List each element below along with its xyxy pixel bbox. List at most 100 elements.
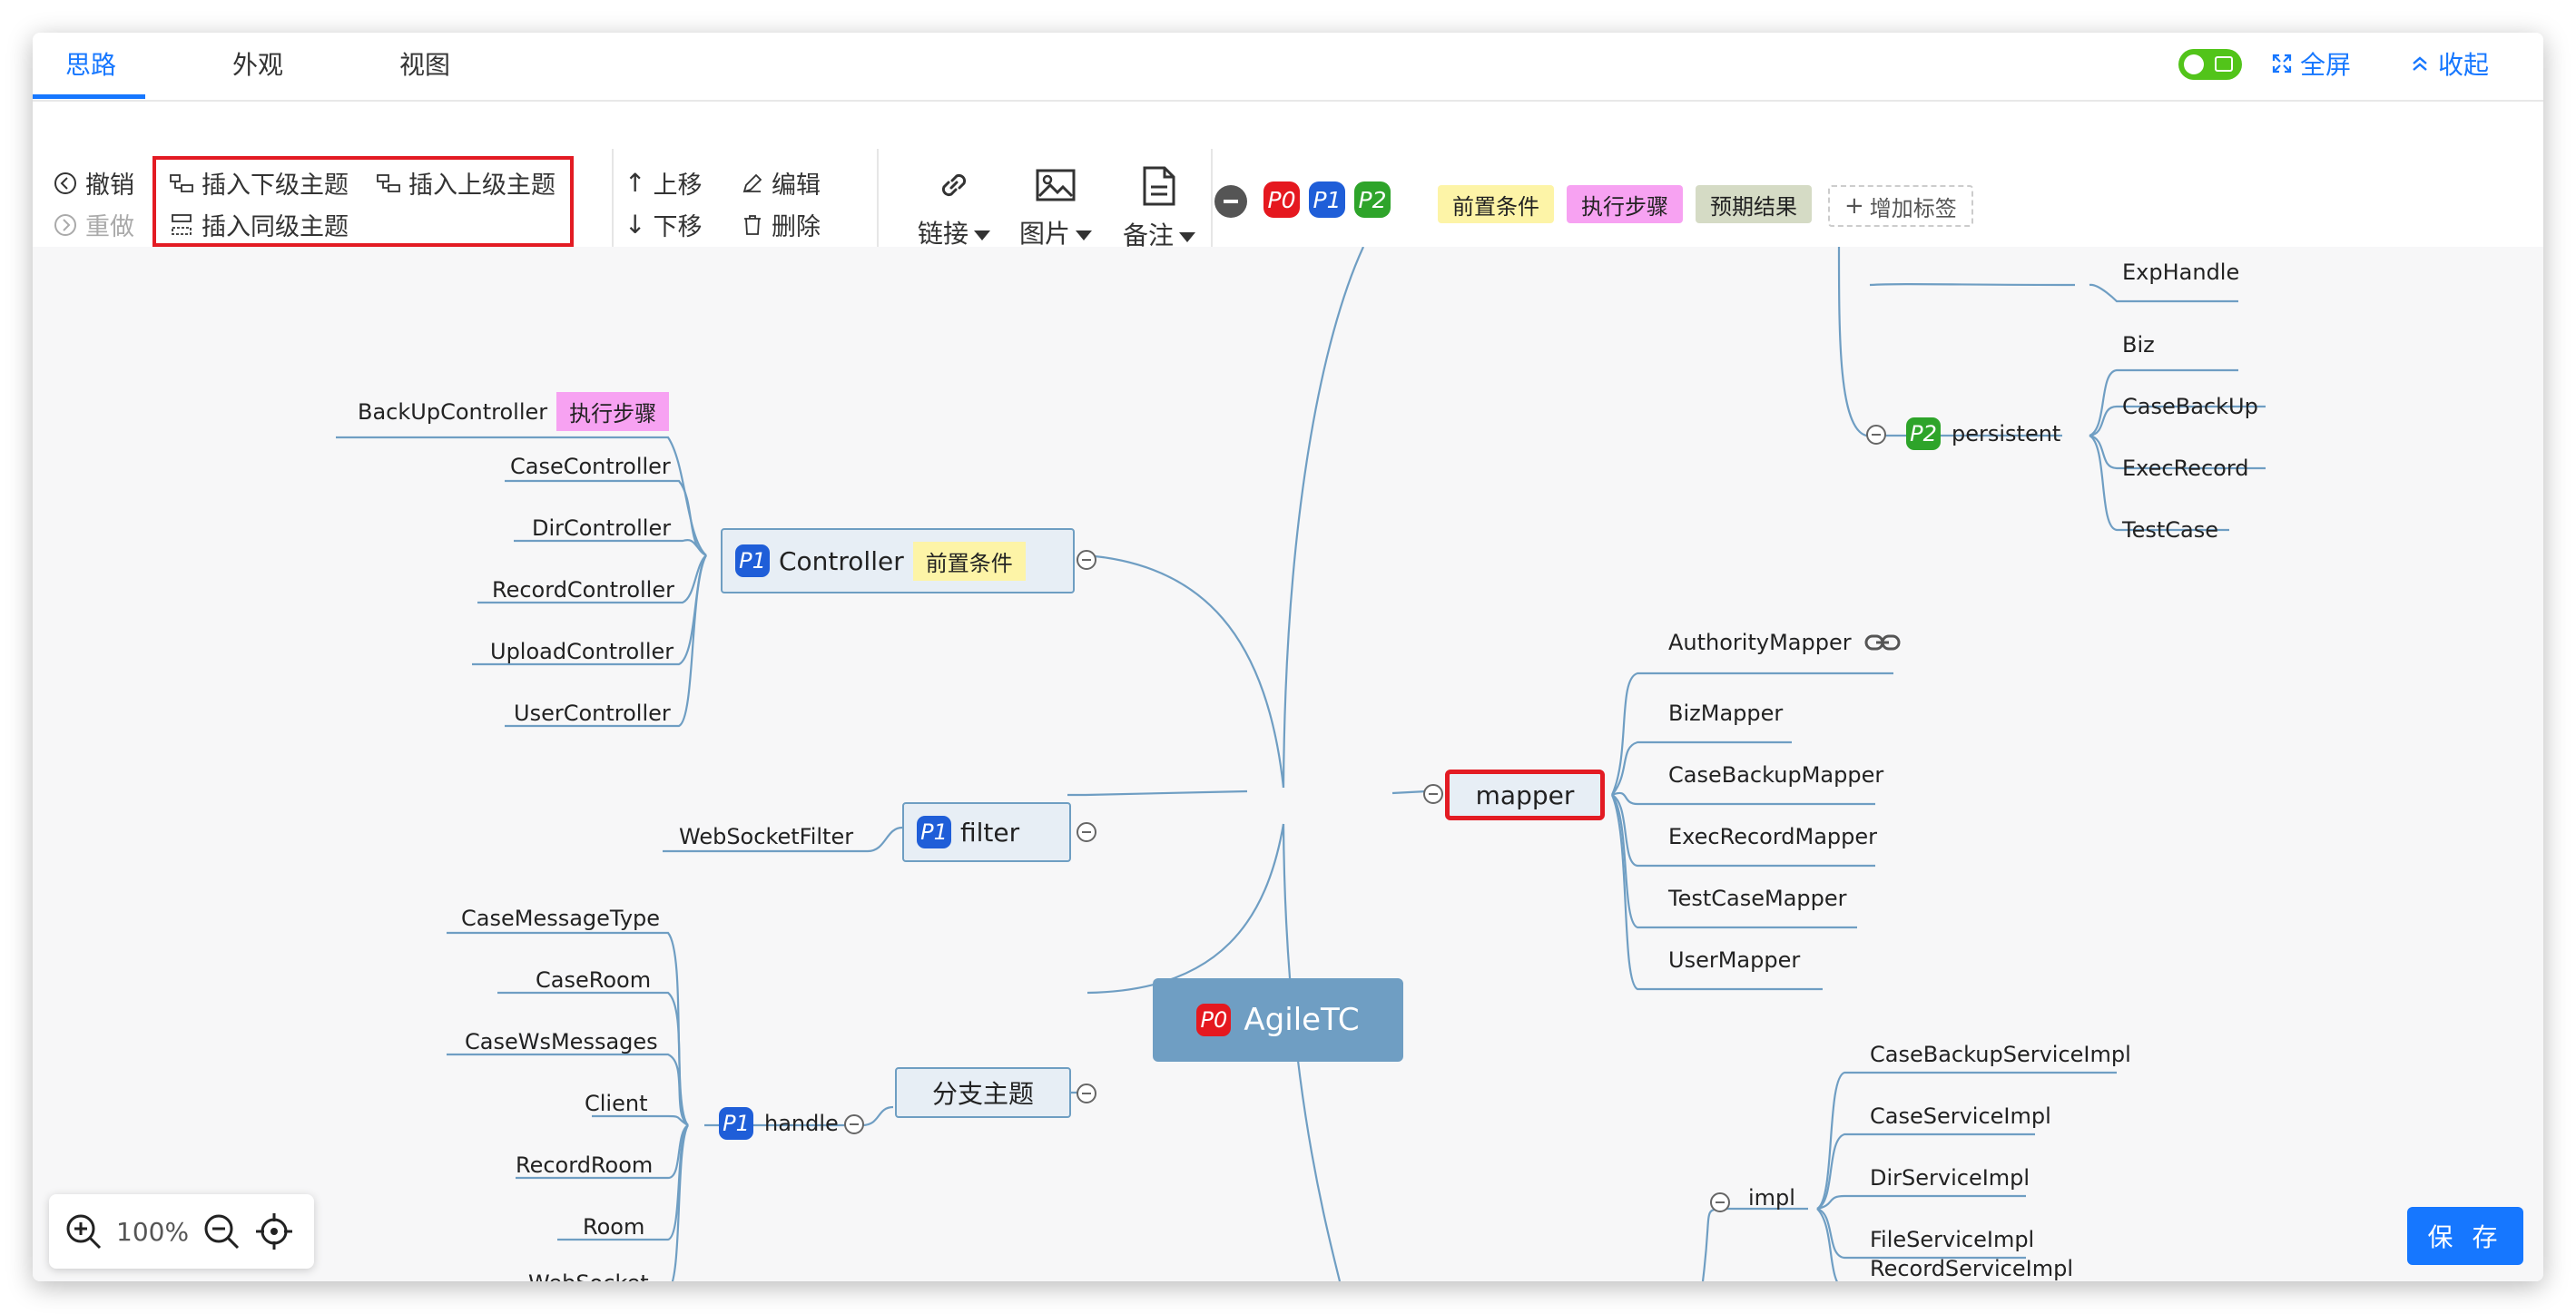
topic-node[interactable]: WebSocketFilter [679,824,854,849]
priority-badge: P2 [1906,417,1941,450]
topic-node[interactable]: FileServiceImpl [1870,1227,2035,1252]
caret-down-icon [974,230,990,240]
priority-p0-button[interactable]: P0 [1263,181,1300,218]
insert-child-topic-button[interactable]: 插入下级主题 [169,165,349,201]
locate-center-icon[interactable] [254,1211,294,1251]
tab-appearance[interactable]: 外观 [232,50,284,80]
priority-badge: P1 [917,816,951,848]
lock-toggle[interactable] [2178,49,2242,80]
insert-sibling-topic-button[interactable]: 插入同级主题 [169,207,349,242]
topic-node[interactable]: ExecRecord [2122,456,2249,481]
tag-badge: 前置条件 [912,541,1026,581]
topic-node[interactable]: CaseController [510,454,671,479]
collapse-toggle[interactable] [1077,1084,1096,1103]
mindmap-connectors [336,247,2266,1281]
save-button[interactable]: 保 存 [2407,1207,2523,1265]
insert-parent-topic-button[interactable]: 插入上级主题 [376,165,556,201]
insert-child-icon [170,173,193,192]
topic-node[interactable]: CaseBackupMapper [1668,762,1884,788]
delete-label: 删除 [772,213,821,241]
note-dropdown[interactable]: 备注 [1109,165,1209,274]
topic-filter[interactable]: P1 filter [902,802,1071,862]
toggle-knob [2184,54,2204,74]
tab-ideas[interactable]: 思路 [65,50,117,80]
fullscreen-button[interactable]: 全屏 [2271,45,2351,82]
link-icon [941,173,967,197]
move-up-button[interactable]: ↑ 上移 [624,165,702,201]
undo-button[interactable]: 撤销 [53,165,134,201]
topic-node[interactable]: UserController [514,701,671,726]
topic-node[interactable]: CaseBackupServiceImpl [1870,1042,2131,1067]
topic-node[interactable]: TestCase [2122,517,2218,543]
topic-branch[interactable]: 分支主题 [895,1067,1071,1118]
plus-icon: + [1844,192,1864,220]
collapse-toggle[interactable] [1423,784,1443,804]
remove-priority-button[interactable] [1214,185,1247,218]
collapse-toggle[interactable] [1077,822,1096,842]
minus-icon [1224,200,1238,203]
toolbar: 撤销 重做 插入下级主题 插入上级主题 插入同级主题 ↑ 上移 ↓ 下移 [33,102,2543,250]
add-tag-button[interactable]: + 增加标签 [1828,185,1973,227]
collapse-toggle[interactable] [844,1114,864,1134]
priority-p2-button[interactable]: P2 [1354,181,1391,218]
insert-sibling-label: 插入同级主题 [202,213,349,241]
topic-mapper-selected[interactable]: mapper [1445,770,1605,820]
zoom-out-icon[interactable] [202,1211,241,1251]
move-down-button[interactable]: ↓ 下移 [624,207,702,242]
topic-node[interactable]: Room [583,1214,645,1240]
topic-node[interactable]: RecordRoom [516,1152,654,1178]
topic-impl[interactable]: impl [1748,1185,1795,1211]
link-dropdown[interactable]: 链接 [904,165,1004,274]
topic-node[interactable]: ExpHandle [2122,260,2240,285]
priority-badge: P0 [1196,1004,1232,1036]
zoom-in-icon[interactable] [64,1211,103,1251]
redo-button[interactable]: 重做 [53,207,134,242]
redo-icon [54,213,76,236]
edit-label: 编辑 [772,172,821,200]
topic-persistent[interactable]: P2 persistent [1906,417,2060,450]
topic-node[interactable]: AuthorityMapper [1668,630,1901,655]
image-icon [1036,169,1076,201]
tag-precondition-button[interactable]: 前置条件 [1438,185,1554,223]
topic-controller[interactable]: P1 Controller 前置条件 [721,528,1075,593]
topic-node[interactable]: BackUpController 执行步骤 [358,392,670,431]
topic-node[interactable]: DirServiceImpl [1870,1165,2030,1191]
toolbar-divider [612,149,614,249]
lock-icon [2215,56,2233,72]
topic-node[interactable]: TestCaseMapper [1668,886,1847,911]
topic-node[interactable]: DirController [532,515,672,541]
add-tag-label: 增加标签 [1869,195,1957,221]
topic-node[interactable]: CaseWsMessages [465,1029,658,1054]
insert-parent-icon [377,173,400,192]
topic-node[interactable]: Client [585,1091,648,1116]
topic-handle[interactable]: P1 handle [719,1107,839,1140]
tag-steps-button[interactable]: 执行步骤 [1567,185,1683,223]
root-topic[interactable]: P0 AgileTC [1153,978,1403,1062]
arrow-up-icon: ↑ [624,168,646,198]
collapse-toggle[interactable] [1710,1192,1730,1212]
priority-p1-button[interactable]: P1 [1309,181,1345,218]
topic-node[interactable]: UserMapper [1668,947,1801,973]
tab-view[interactable]: 视图 [399,50,451,80]
delete-button[interactable]: 删除 [741,207,821,242]
topic-node[interactable]: UploadController [490,639,674,664]
collapse-toggle[interactable] [1866,425,1886,445]
topic-node[interactable]: ExecRecordMapper [1668,824,1878,849]
insert-topic-highlight [152,156,574,247]
topic-node[interactable]: CaseBackUp [2122,394,2258,419]
topic-node[interactable]: CaseServiceImpl [1870,1103,2051,1129]
collapse-toggle[interactable] [1077,550,1096,570]
tag-expected-button[interactable]: 预期结果 [1696,185,1812,223]
topic-node[interactable]: WebSocket [528,1270,649,1281]
topic-node[interactable]: BizMapper [1668,701,1784,726]
topic-node[interactable]: CaseMessageType [461,906,661,931]
link-icon [1864,634,1901,651]
collapse-button[interactable]: 收起 [2409,45,2489,82]
image-dropdown[interactable]: 图片 [1006,165,1106,274]
topic-node[interactable]: CaseRoom [536,967,652,993]
topic-node[interactable]: RecordController [492,577,674,603]
edit-button[interactable]: 编辑 [741,165,821,201]
mindmap-canvas[interactable]: P0 AgileTC P1 Controller 前置条件 BackUpCont… [33,247,2543,1281]
topic-node[interactable]: Biz [2122,332,2155,358]
topic-node[interactable]: RecordServiceImpl [1870,1256,2073,1281]
